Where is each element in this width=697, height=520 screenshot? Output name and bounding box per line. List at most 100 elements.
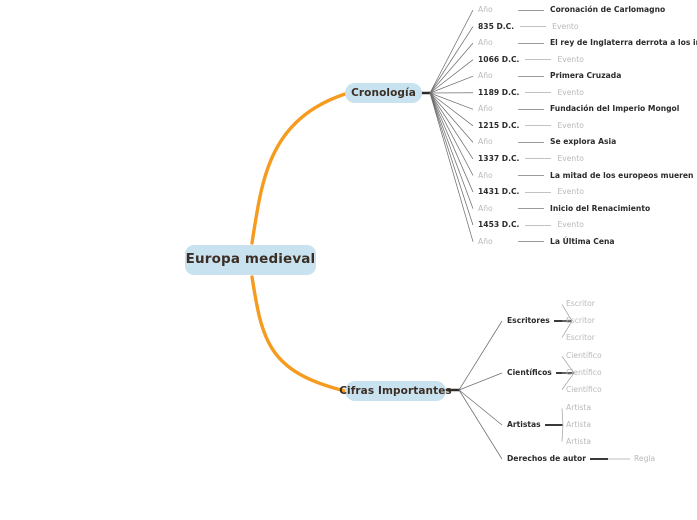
cronologia-fan-line bbox=[429, 9, 474, 94]
cronologia-row-event[interactable]: Inicio del Renacimiento bbox=[550, 203, 651, 213]
branch-node-cronologia-label: Cronología bbox=[351, 86, 416, 99]
cronologia-row-connector bbox=[518, 175, 544, 176]
cronologia-row-year[interactable]: 1066 D.C. bbox=[478, 54, 520, 64]
cronologia-row[interactable]: Año Fundación del Imperio Mongol bbox=[478, 103, 679, 115]
cronologia-row[interactable]: 1189 D.C. Evento bbox=[478, 87, 584, 99]
cifras-leaf-item[interactable]: Escritor bbox=[566, 316, 595, 325]
cifras-leaf-item[interactable]: Escritor bbox=[566, 299, 595, 309]
cronologia-row-year[interactable]: 1453 D.C. bbox=[478, 220, 520, 230]
cronologia-row[interactable]: 1453 D.C. Evento bbox=[478, 219, 584, 231]
cronologia-row-year[interactable]: Año bbox=[478, 5, 493, 14]
cronologia-row-connector bbox=[518, 141, 544, 143]
cifras-leaf-item[interactable]: Escritor bbox=[566, 332, 595, 342]
cifras-leaf-item[interactable]: Regla bbox=[634, 454, 656, 463]
cronologia-row-event[interactable]: Evento bbox=[557, 120, 584, 130]
cronologia-fan-line bbox=[429, 92, 474, 110]
cronologia-row-event[interactable]: La Última Cena bbox=[550, 236, 615, 246]
cronologia-row-year[interactable]: Año bbox=[478, 38, 493, 48]
cronologia-row-year[interactable]: Año bbox=[478, 71, 493, 81]
root-node-label: Europa medieval bbox=[185, 251, 316, 268]
cifras-fan-line bbox=[458, 320, 503, 391]
cronologia-row-connector bbox=[525, 92, 552, 94]
cronologia-row-event[interactable]: El rey de Inglaterra derrota a los invas… bbox=[550, 38, 697, 48]
cifras-leaf-connector bbox=[561, 408, 564, 426]
cronologia-fan-line bbox=[429, 92, 474, 193]
cronologia-row-connector bbox=[520, 26, 547, 28]
cronologia-row-connector bbox=[525, 158, 552, 160]
cronologia-row[interactable]: Año El rey de Inglaterra derrota a los in… bbox=[478, 37, 697, 49]
cronologia-fan-line bbox=[429, 92, 474, 143]
edge-root-to-cifras bbox=[250, 275, 347, 393]
cronologia-row-year[interactable]: 1189 D.C. bbox=[478, 87, 520, 97]
cronologia-row-event[interactable]: Evento bbox=[557, 153, 584, 163]
cifras-group-label[interactable]: Artistas bbox=[507, 420, 541, 429]
cronologia-row-event[interactable]: Evento bbox=[557, 187, 584, 197]
cronologia-row[interactable]: 1066 D.C. Evento bbox=[478, 54, 584, 66]
branch-node-cronologia[interactable]: Cronología bbox=[345, 83, 422, 103]
cronologia-fan bbox=[429, 9, 474, 242]
cronologia-fan-line bbox=[429, 92, 474, 226]
cronologia-row[interactable]: Año Primera Cruzada bbox=[478, 70, 621, 82]
cronologia-row-event[interactable]: Evento bbox=[557, 220, 584, 230]
cronologia-row-event[interactable]: Primera Cruzada bbox=[550, 71, 622, 81]
cifras-leaf-item[interactable]: Artista bbox=[566, 420, 591, 429]
cronologia-row[interactable]: Año La Última Cena bbox=[478, 236, 615, 248]
cronologia-row[interactable]: 1215 D.C. Evento bbox=[478, 120, 584, 132]
cronologia-fan-line bbox=[429, 42, 474, 94]
cronologia-row-year[interactable]: Año bbox=[478, 203, 493, 213]
cronologia-fan-line bbox=[429, 92, 474, 242]
cronologia-row-year[interactable]: 1431 D.C. bbox=[478, 187, 520, 197]
cronologia-row-connector bbox=[518, 108, 544, 110]
cronologia-row-event[interactable]: La mitad de los europeos mueren bbox=[550, 170, 694, 180]
edge-root-to-cronologia bbox=[250, 92, 347, 245]
cronologia-row-event[interactable]: Se explora Asia bbox=[550, 137, 617, 147]
cronologia-row-year[interactable]: Año bbox=[478, 137, 493, 147]
cifras-leaf-item[interactable]: Científico bbox=[566, 384, 602, 394]
cronologia-row-connector bbox=[525, 224, 552, 226]
cronologia-row[interactable]: 835 D.C. Evento bbox=[478, 21, 579, 33]
cronologia-fan-line bbox=[429, 92, 474, 160]
root-node-europa-medieval[interactable]: Europa medieval bbox=[185, 245, 316, 275]
cronologia-row-event[interactable]: Evento bbox=[552, 21, 579, 31]
cronologia-row-connector bbox=[518, 42, 544, 44]
cronologia-row-year[interactable]: Año bbox=[478, 104, 493, 114]
cronologia-row-year[interactable]: 1337 D.C. bbox=[478, 153, 520, 163]
cronologia-fan-line bbox=[429, 92, 474, 176]
cronologia-row-year[interactable]: 1215 D.C. bbox=[478, 120, 520, 130]
cronologia-row[interactable]: 1431 D.C. Evento bbox=[478, 186, 584, 198]
cronologia-row[interactable]: 1337 D.C. Evento bbox=[478, 153, 584, 165]
cronologia-row-year[interactable]: Año bbox=[478, 170, 493, 180]
cronologia-row[interactable]: Año Se explora Asia bbox=[478, 136, 616, 148]
cronologia-row[interactable]: Año Coronación de Carlomagno bbox=[478, 4, 665, 16]
branch-node-cifras-importantes[interactable]: Cifras Importantes bbox=[339, 381, 452, 401]
cifras-group-label[interactable]: Derechos de autor bbox=[507, 454, 586, 463]
cifras-fan-line bbox=[458, 389, 503, 460]
cifras-leaf-item[interactable]: Artista bbox=[566, 403, 591, 413]
cronologia-row-connector bbox=[525, 125, 552, 127]
cronologia-row-year[interactable]: Año bbox=[478, 236, 493, 246]
cifras-fan-line bbox=[458, 389, 503, 426]
cronologia-row-event[interactable]: Evento bbox=[557, 54, 584, 64]
cronologia-row-connector bbox=[518, 241, 544, 243]
cronologia-fan-line bbox=[429, 92, 474, 127]
cronologia-row-year[interactable]: 835 D.C. bbox=[478, 21, 515, 31]
cronologia-row-event[interactable]: Coronación de Carlomagno bbox=[550, 5, 666, 14]
cronologia-row-connector bbox=[518, 9, 544, 11]
cronologia-row-event[interactable]: Fundación del Imperio Mongol bbox=[550, 104, 680, 114]
cronologia-fan-line bbox=[429, 92, 474, 209]
cronologia-fan-line bbox=[429, 75, 474, 94]
cronologia-row-connector bbox=[525, 59, 552, 61]
cifras-group-label[interactable]: Científicos bbox=[507, 368, 552, 377]
branch-node-cifras-label: Cifras Importantes bbox=[339, 384, 452, 397]
cifras-leaf-item[interactable]: Artista bbox=[566, 436, 591, 446]
cronologia-row-connector bbox=[518, 208, 544, 210]
cifras-leaf-item[interactable]: Científico bbox=[566, 368, 602, 377]
cifras-group-label[interactable]: Escritores bbox=[507, 316, 550, 325]
cifras-leaf-item[interactable]: Científico bbox=[566, 351, 602, 361]
cronologia-row-event[interactable]: Evento bbox=[557, 87, 584, 97]
cronologia-fan-line bbox=[429, 26, 474, 94]
cifras-fan-line bbox=[458, 372, 503, 391]
cronologia-row[interactable]: Año Inicio del Renacimiento bbox=[478, 203, 650, 215]
cronologia-row[interactable]: Año La mitad de los europeos mueren bbox=[478, 170, 693, 182]
